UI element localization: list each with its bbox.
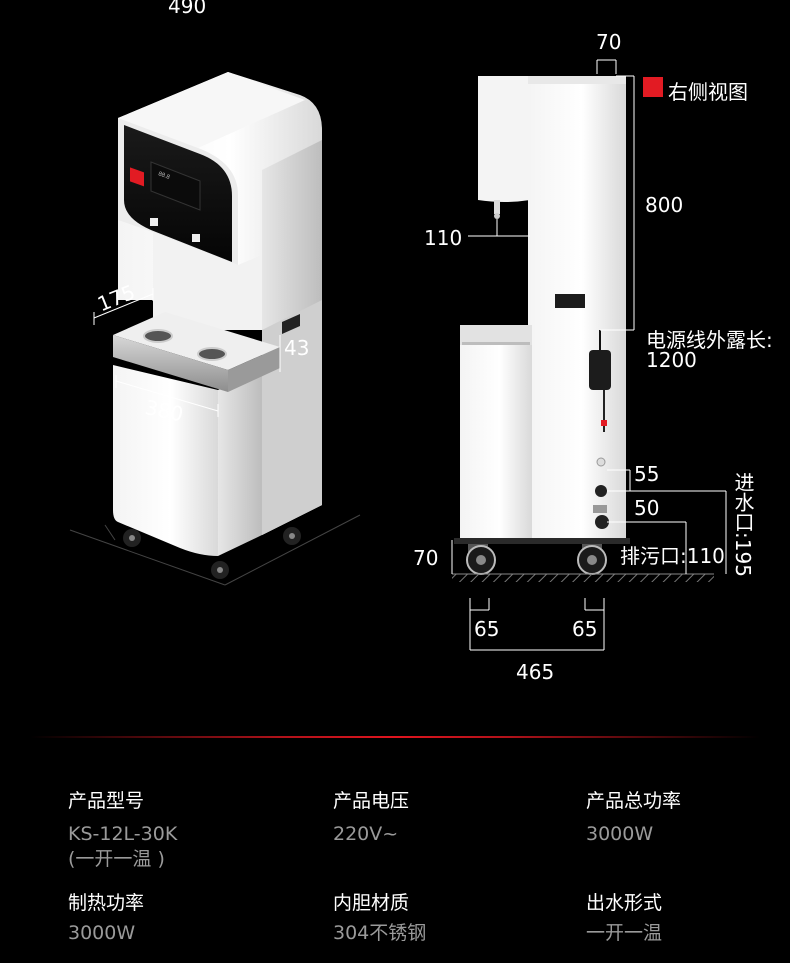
- spec-outlet-type: 出水形式 一开一温: [586, 888, 662, 946]
- spec-tank-material-value: 304不锈钢: [333, 922, 427, 944]
- spec-model: 产品型号 KS-12L-30K (一开一温 ): [68, 786, 177, 872]
- base-depth-dimension-label: 465: [516, 660, 555, 684]
- power-cord-label-title: 电源线外露长:: [646, 328, 773, 352]
- spec-tank-material-label: 内胆材质: [333, 892, 410, 914]
- spec-heating-power-label: 制热功率: [68, 892, 145, 914]
- spec-outlet-type-value: 一开一温: [586, 922, 663, 944]
- power-cord-length-label: 电源线外露长: 1200: [646, 330, 773, 370]
- spec-heating-power: 制热功率 3000W: [68, 888, 144, 946]
- bottom-clearance-dimension-label: 70: [413, 546, 439, 570]
- svg-text:88.8: 88.8: [157, 171, 171, 181]
- spec-outlet-type-label: 出水形式: [586, 892, 663, 914]
- spec-voltage-label: 产品电压: [333, 790, 410, 812]
- right-wheel-dimension-label: 65: [572, 617, 598, 641]
- drain-outlet-label: 排污口:110: [620, 544, 725, 568]
- front-isometric-view: 88.8: [69, 72, 361, 586]
- spec-voltage-value: 220V~: [333, 823, 399, 845]
- tap-dimension-label: 110: [424, 226, 463, 250]
- spec-tank-material: 内胆材质 304不锈钢: [333, 888, 426, 946]
- top-offset-dimension-label: 70: [596, 30, 622, 54]
- water-inlet-label: 进水口:195: [731, 472, 755, 577]
- spec-total-power: 产品总功率 3000W: [586, 786, 681, 847]
- section-divider: [30, 736, 760, 738]
- legend-right-side-view-label: 右侧视图: [668, 80, 748, 104]
- port-55-dimension-label: 55: [634, 462, 660, 486]
- spec-total-power-label: 产品总功率: [586, 790, 682, 812]
- product-drawings: 88.8: [69, 59, 727, 651]
- left-wheel-dimension-label: 65: [474, 617, 500, 641]
- spec-voltage: 产品电压 220V~: [333, 786, 409, 847]
- spec-total-power-value: 3000W: [586, 823, 654, 845]
- side-view: [451, 59, 727, 651]
- height-dimension-label: 800: [645, 193, 684, 217]
- spec-model-value-note: (一开一温 ): [68, 848, 165, 870]
- power-cord-label-value: 1200: [646, 348, 697, 372]
- spec-heating-power-value: 3000W: [68, 922, 136, 944]
- width-dimension-label: 490: [168, 0, 207, 18]
- spec-model-value: KS-12L-30K: [68, 823, 178, 845]
- spec-model-label: 产品型号: [68, 790, 145, 812]
- legend-red-swatch: [643, 77, 663, 97]
- tray-height-dimension-label: 43: [284, 336, 310, 360]
- port-50-dimension-label: 50: [634, 496, 660, 520]
